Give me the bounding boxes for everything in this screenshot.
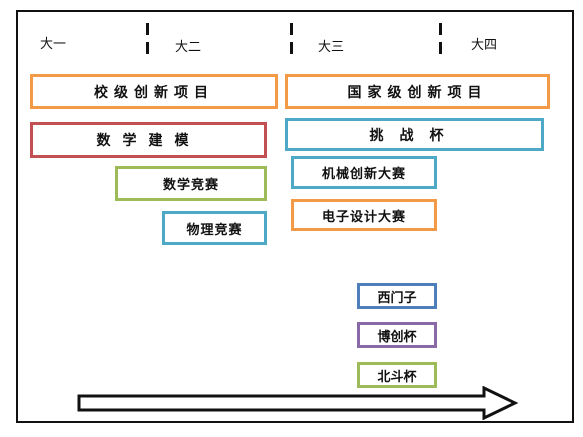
national-level-innovation-box: 国家级创新项目 (285, 74, 550, 109)
math-competition-box: 数学竞赛 (115, 166, 267, 201)
electronic-design-box: 电子设计大赛 (291, 199, 437, 231)
year-divider-1 (146, 23, 149, 61)
year-label-4: 大四 (471, 38, 498, 53)
school-level-innovation-box: 校级创新项目 (30, 74, 278, 109)
year-label-2: 大二 (175, 40, 202, 55)
ximenzi-box: 西门子 (357, 283, 437, 309)
timeline-arrow (77, 386, 519, 420)
bochuang-cup-box: 博创杯 (357, 322, 437, 348)
physics-competition-box: 物理竞赛 (162, 211, 267, 245)
challenge-cup-box: 挑战杯 (285, 118, 544, 151)
math-modeling-box: 数学建模 (30, 122, 267, 158)
year-label-3: 大三 (318, 40, 345, 55)
beidou-cup-box: 北斗杯 (357, 362, 437, 388)
year-label-1: 大一 (40, 37, 67, 52)
mechanical-innovation-box: 机械创新大赛 (291, 156, 437, 189)
year-divider-3 (439, 23, 442, 61)
year-divider-2 (290, 23, 293, 61)
